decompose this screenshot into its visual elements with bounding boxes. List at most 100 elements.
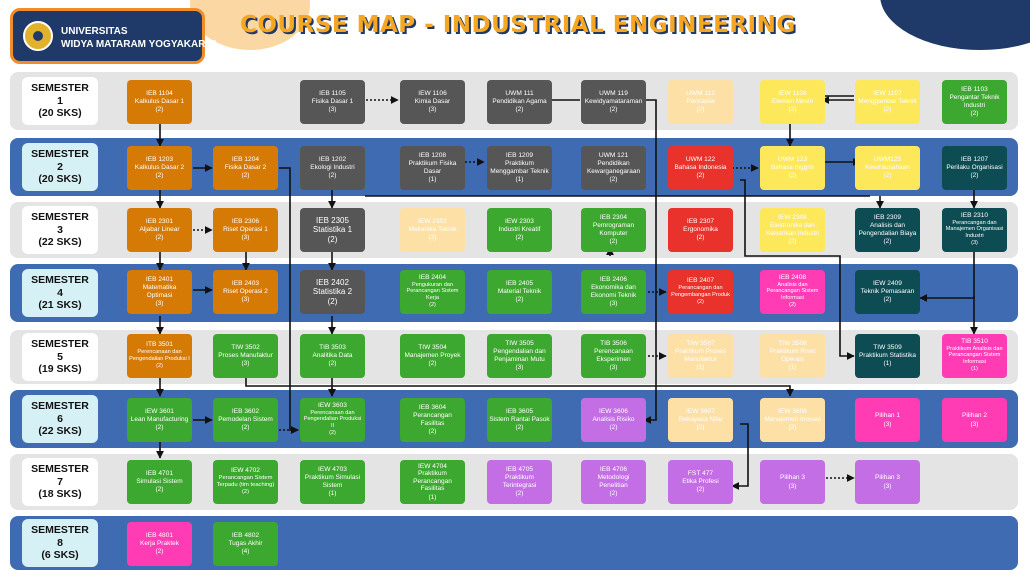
course-box[interactable]: ITB 3501 Perencanaan dan Pengendalian Pr… <box>127 334 192 378</box>
course-box[interactable]: IEW 4702 Perancangan Sistem Terpadu (tim… <box>213 460 278 504</box>
university-logo-box: UNIVERSITAS WIDYA MATARAM YOGYAKARTA <box>10 8 218 64</box>
course-box[interactable]: IEW 4703 Praktikum Simulasi Sistem (1) <box>300 460 365 504</box>
course-box[interactable]: TIW 3509 Praktikum Statistika (1) <box>855 334 920 378</box>
course-box[interactable]: IEB 4802 Tugas Akhir (4) <box>213 522 278 566</box>
course-box[interactable]: IEB 3604 Perancangan Fasilitas (2) <box>400 398 465 442</box>
course-box[interactable]: IEB 1208 Praktikum Fisika Dasar (1) <box>400 146 465 190</box>
course-code: IEW 1108 <box>778 90 807 98</box>
course-box[interactable]: IEB 3605 Sistem Rantai Pasok (2) <box>487 398 552 442</box>
course-name: Analitika Data <box>312 351 353 359</box>
course-box[interactable]: IEB 2408 Analisis dan Perancangan Sistem… <box>760 270 825 314</box>
semester-label-number: 5 <box>57 350 63 363</box>
course-box[interactable]: IEB 3602 Pemodelan Sistem (2) <box>213 398 278 442</box>
course-box[interactable]: IEB 4705 Praktikum Terintegrasi (2) <box>487 460 552 504</box>
course-box[interactable]: UWM 123 Bahasa Inggris (2) <box>760 146 825 190</box>
course-box[interactable]: IEB 1202 Ekologi Industri (2) <box>300 146 365 190</box>
semester-label-name: SEMESTER <box>31 338 89 351</box>
course-code: UWM 123 <box>777 156 808 164</box>
course-box[interactable]: UWM 119 Kewidyamataraman (2) <box>581 80 646 124</box>
decor-blob-navy <box>880 0 1030 50</box>
course-code: TIW 3508 <box>778 340 807 348</box>
course-box[interactable]: TIW 3502 Proses Manufaktur (3) <box>213 334 278 378</box>
course-box[interactable]: IEB 4706 Metodologi Penelitian (2) <box>581 460 646 504</box>
course-box[interactable]: IEB 2402 Statistika 2 (2) <box>300 270 365 314</box>
course-box[interactable]: IEB 2310 Perancangan dan Manajemen Organ… <box>942 208 1007 252</box>
course-box[interactable]: Pilihan 2 (3) <box>942 398 1007 442</box>
course-box[interactable]: IEB 2404 Pengukuran dan Perancangan Sist… <box>400 270 465 314</box>
course-credits: (2) <box>883 172 892 180</box>
course-box[interactable]: IEB 2301 Aljabar Linear (2) <box>127 208 192 252</box>
course-credits: (3) <box>515 364 524 372</box>
course-box[interactable]: IEB 2306 Riset Operasi 1 (3) <box>213 208 278 252</box>
course-box[interactable]: IEB 4801 Kerja Praktek (2) <box>127 522 192 566</box>
course-code: IEW 1107 <box>873 90 902 98</box>
course-box[interactable]: IEW 1106 Kimia Dasar (3) <box>400 80 465 124</box>
course-box[interactable]: TIW 3507 Praktikum Proses Manufaktur (1) <box>668 334 733 378</box>
course-box[interactable]: TIW 3505 Pengendalian dan Penjaminan Mut… <box>487 334 552 378</box>
semester-label-number: 7 <box>57 475 63 488</box>
course-box[interactable]: IEB 1204 Fisika Dasar 2 (2) <box>213 146 278 190</box>
course-name: Pendidikan Agama <box>492 97 547 105</box>
course-box[interactable]: IEB 2304 Pemrograman Komputer (2) <box>581 208 646 252</box>
course-box[interactable]: UWM125 Kewirausahaan (2) <box>855 146 920 190</box>
course-credits: (2) <box>609 238 618 246</box>
course-box[interactable]: IEB 2309 Analisis dan Pengendalian Biaya… <box>855 208 920 252</box>
course-box[interactable]: IEW 2303 Industri Kreatif (2) <box>487 208 552 252</box>
course-box[interactable]: IEW 1108 Elemen Mesin (2) <box>760 80 825 124</box>
course-box[interactable]: IEB 2401 Matematika Optimasi (3) <box>127 270 192 314</box>
course-box[interactable]: TIB 3510 Praktikum Analisis dan Perancan… <box>942 334 1007 378</box>
course-box[interactable]: IEB 1105 Fisika Dasar 1 (3) <box>300 80 365 124</box>
semester-label-sks: (22 SKS) <box>38 425 82 438</box>
course-box[interactable]: IEB 2407 Perancangan dan Pengembangan Pr… <box>668 270 733 314</box>
course-box[interactable]: IEW 3603 Perencanaan dan Pengendalian Pr… <box>300 398 365 442</box>
course-box[interactable]: IEW 3608 Manajemen Inovasi (2) <box>760 398 825 442</box>
semester-label: SEMESTER 7 (18 SKS) <box>22 458 98 506</box>
course-box[interactable]: IEB 2403 Riset Operasi 2 (3) <box>213 270 278 314</box>
course-box[interactable]: IEW 2409 Teknik Pemasaran (2) <box>855 270 920 314</box>
course-box[interactable]: TIB 3503 Analitika Data (2) <box>300 334 365 378</box>
course-code: IEW 4702 <box>231 466 260 474</box>
course-code: TIW 3504 <box>418 344 447 352</box>
course-box[interactable]: IEW 1107 Menggambar Teknik (2) <box>855 80 920 124</box>
course-credits: (2) <box>327 297 338 306</box>
course-box[interactable]: IEW 4704 Praktikum Perancangan Fasilitas… <box>400 460 465 504</box>
course-credits: (2) <box>883 106 892 114</box>
course-box[interactable]: IEB 2405 Material Teknik (2) <box>487 270 552 314</box>
course-credits: (1) <box>788 364 797 372</box>
course-box[interactable]: IEW 3606 Analisis Risiko (2) <box>581 398 646 442</box>
course-name: Ergonomika <box>683 225 718 233</box>
course-box[interactable]: IEB 2305 Statistika 1 (2) <box>300 208 365 252</box>
course-box[interactable]: TIW 3504 Manajemen Proyek (2) <box>400 334 465 378</box>
course-name: Praktikum Analisis dan Perancangan Siste… <box>946 345 1003 365</box>
course-box[interactable]: IEB 2406 Ekonomika dan Ekonomi Teknik (3… <box>581 270 646 314</box>
course-box[interactable]: Pilihan 1 (3) <box>855 398 920 442</box>
course-box[interactable]: Pilihan 3 (3) <box>760 460 825 504</box>
course-box[interactable]: IEW 2308 Elektronika dan Kelistrikan Ind… <box>760 208 825 252</box>
course-code: IEW 3607 <box>686 408 715 416</box>
course-box[interactable]: UWM 111 Pendidikan Agama (2) <box>487 80 552 124</box>
course-box[interactable]: FST 477 Etika Profesi (2) <box>668 460 733 504</box>
course-box[interactable]: TIW 3508 Praktikum Riset Operasi (1) <box>760 334 825 378</box>
course-box[interactable]: UWM 112 Pancasila (2) <box>668 80 733 124</box>
course-box[interactable]: Pilihan 3 (3) <box>855 460 920 504</box>
course-box[interactable]: IEB 1103 Pengantar Teknik Industri (2) <box>942 80 1007 124</box>
course-box[interactable]: IEW 2302 Mekanika Teknik (2) <box>400 208 465 252</box>
course-box[interactable]: IEB 1207 Perilaku Organisasi (2) <box>942 146 1007 190</box>
course-name: Material Teknik <box>497 287 542 295</box>
course-code: TIB 3510 <box>961 338 988 346</box>
course-name: Menggambar Teknik <box>858 97 917 105</box>
course-box[interactable]: IEB 1104 Kalkulus Dasar 1 (2) <box>127 80 192 124</box>
course-box[interactable]: UWM 121 Pendidikan Kewarganegaraan (2) <box>581 146 646 190</box>
course-box[interactable]: IEW 3607 Rekayasa Nilai (2) <box>668 398 733 442</box>
course-credits: (2) <box>155 548 164 556</box>
course-name: Matematika Optimasi <box>142 283 177 299</box>
course-box[interactable]: IEB 1209 Praktikum Menggambar Teknik (1) <box>487 146 552 190</box>
course-box[interactable]: IEB 2307 Ergonomika (2) <box>668 208 733 252</box>
course-box[interactable]: TIB 3506 Perencanaan Eksperimen (3) <box>581 334 646 378</box>
course-name: Kalkulus Dasar 2 <box>134 163 185 171</box>
course-box[interactable]: UWM 122 Bahasa Indonesia (2) <box>668 146 733 190</box>
course-box[interactable]: IEB 4701 Simulasi Sistem (2) <box>127 460 192 504</box>
course-box[interactable]: IEB 1203 Kalkulus Dasar 2 (2) <box>127 146 192 190</box>
course-name: Tugas Akhir <box>228 539 263 547</box>
course-box[interactable]: IEW 3601 Lean Manufacturing (2) <box>127 398 192 442</box>
